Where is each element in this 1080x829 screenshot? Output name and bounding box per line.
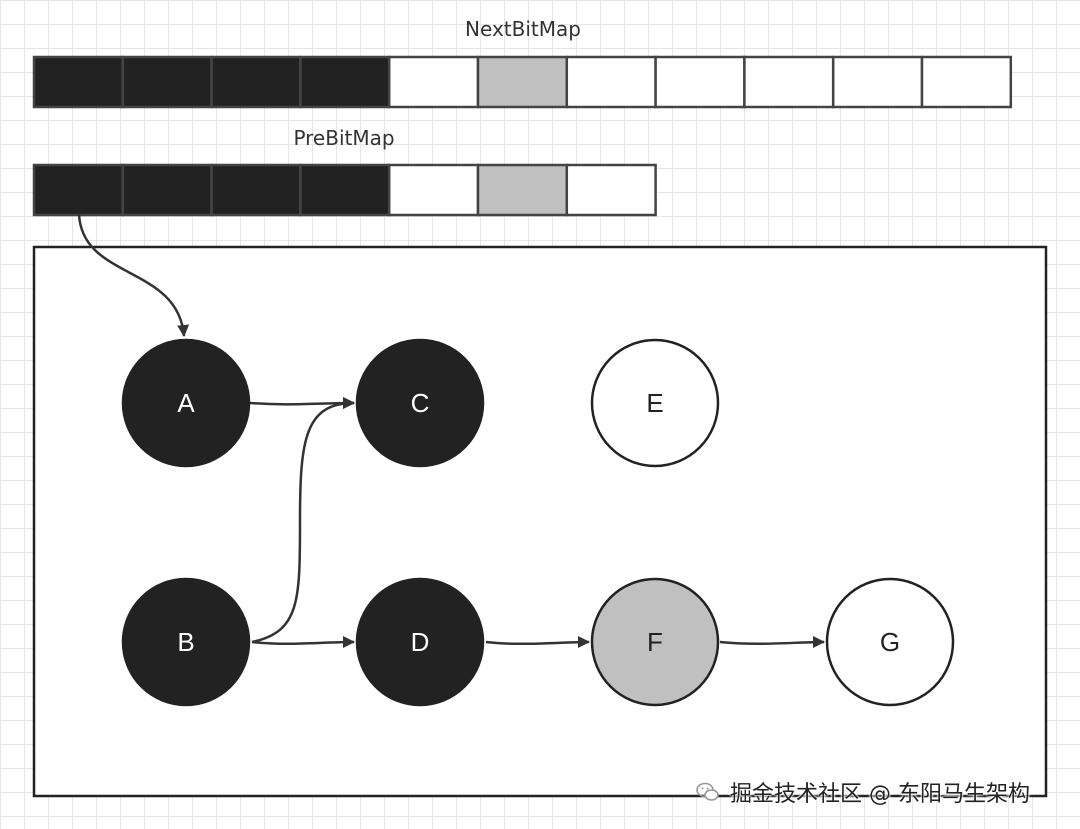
next-bitmap-cell-10: [920, 55, 1013, 109]
node-g-label: G: [880, 627, 900, 657]
node-b-label: B: [177, 627, 194, 657]
next-bitmap-cell-2: [210, 55, 302, 109]
edge-b-to-c: [251, 397, 355, 644]
edge-b-to-d: [251, 636, 355, 649]
next-bitmap-cell-6: [565, 55, 657, 109]
pre-bitmap-cell-5: [476, 163, 569, 217]
pre-bitmap-cell-4: [387, 163, 480, 217]
nodes: A C E B D F G: [121, 338, 955, 707]
edge-prebitmap-to-a: [77, 213, 190, 337]
node-e: [590, 338, 720, 468]
pre-bitmap-title: PreBitMap: [293, 126, 394, 150]
pre-bitmap-cell-1: [121, 163, 213, 217]
edge-d-to-f: [485, 636, 590, 649]
wechat-icon: [696, 782, 719, 801]
node-a-label: A: [177, 388, 195, 418]
pre-bitmap: [32, 163, 657, 217]
edges: [77, 213, 825, 649]
next-bitmap: [32, 55, 1013, 109]
node-d-label: D: [411, 627, 430, 657]
node-e-label: E: [646, 388, 663, 418]
next-bitmap-cell-9: [831, 55, 924, 109]
pre-bitmap-cell-0: [32, 163, 125, 217]
node-a: [121, 338, 251, 468]
next-bitmap-cell-3: [299, 55, 391, 109]
node-g: [825, 577, 955, 707]
next-bitmap-title: NextBitMap: [465, 17, 581, 41]
pre-bitmap-cell-3: [299, 163, 391, 217]
next-bitmap-cell-1: [121, 55, 213, 109]
pre-bitmap-cell-2: [210, 163, 302, 217]
node-f: [590, 577, 720, 707]
heap-region: [32, 245, 1048, 798]
node-f-label: F: [647, 627, 663, 657]
pre-bitmap-cell-6: [565, 163, 657, 217]
watermark-text: 掘金技术社区 @ 东阳马生架构: [730, 782, 1030, 807]
edge-f-to-g: [719, 636, 825, 649]
next-bitmap-cell-5: [476, 55, 569, 109]
next-bitmap-cell-4: [387, 55, 480, 109]
next-bitmap-cell-0: [32, 55, 125, 109]
next-bitmap-cell-8: [743, 55, 835, 109]
node-c-label: C: [411, 388, 430, 418]
node-b: [121, 577, 251, 707]
watermark: 掘金技术社区 @ 东阳马生架构: [696, 774, 1030, 810]
node-c: [355, 338, 485, 468]
next-bitmap-cell-7: [654, 55, 746, 109]
node-d: [355, 577, 485, 707]
